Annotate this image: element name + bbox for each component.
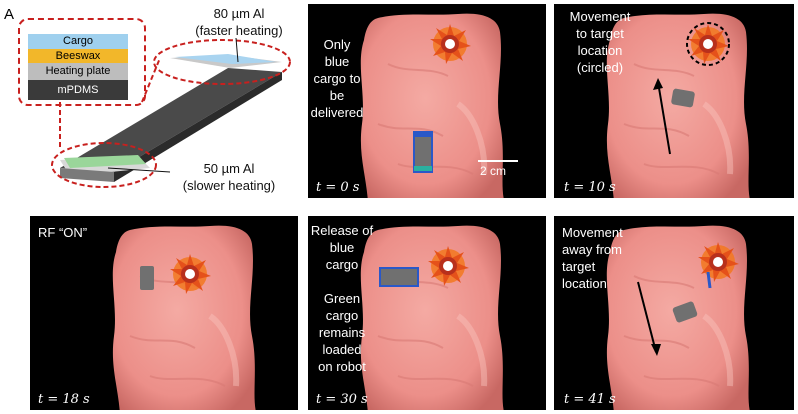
robot-gray xyxy=(140,266,154,290)
callout-oval-top xyxy=(153,39,291,85)
layer-mpdms: mPDMS xyxy=(28,80,128,100)
panel-letter-a: A xyxy=(4,6,15,23)
callout-bottom-label: 50 µm Al (slower heating) xyxy=(182,161,276,193)
callout-top-label: 80 µm Al (faster heating) xyxy=(195,6,283,38)
cargo-green-top xyxy=(64,155,146,168)
robot-gray xyxy=(671,88,695,108)
frame-t41: Movement away from target location t = 4… xyxy=(554,216,794,410)
blue-cargo xyxy=(706,271,712,289)
caption-t30: Release of blue cargo Green cargo remain… xyxy=(310,223,374,374)
scale-bar-label: 2 cm xyxy=(480,164,507,178)
robot-body-top xyxy=(60,68,282,172)
callout-oval-bottom xyxy=(51,142,157,188)
scale-bar xyxy=(478,160,518,162)
frame-t0: Only blue cargo to be delivered t = 0 s … xyxy=(308,4,546,198)
layer-beeswax: Beeswax xyxy=(28,49,128,63)
time-t41: t = 41 s xyxy=(564,392,616,407)
time-t0: t = 0 s xyxy=(316,180,360,195)
caption-t41: Movement away from target location xyxy=(562,225,623,291)
frame-t10: Movement to target location (circled) t … xyxy=(554,4,794,198)
layer-cargo: Cargo xyxy=(28,34,128,49)
robot-diagram xyxy=(51,37,291,188)
robot-gray xyxy=(672,301,698,323)
cargo-blue-top xyxy=(175,54,276,64)
layer-heating-plate: Heating plate xyxy=(28,63,128,80)
caption-t10: Movement to target location (circled) xyxy=(569,9,631,75)
movement-arrow xyxy=(657,81,671,155)
robot-body-side xyxy=(114,72,282,182)
layer-stack-box xyxy=(18,18,146,106)
target-circle xyxy=(686,22,730,66)
layer-stack: Cargo Beeswax Heating plate mPDMS xyxy=(28,34,128,104)
robot-strip xyxy=(379,267,419,287)
caption-t0: Only blue cargo to be delivered xyxy=(310,37,364,120)
time-t10: t = 10 s xyxy=(564,180,616,195)
movement-arrow xyxy=(637,281,657,353)
frame-t18: RF “ON” t = 18 s xyxy=(30,216,298,410)
frame-t30: Release of blue cargo Green cargo remain… xyxy=(308,216,546,410)
caption-t18: RF “ON” xyxy=(38,225,88,240)
time-t30: t = 30 s xyxy=(316,392,368,407)
robot-end-side xyxy=(60,168,114,182)
time-t18: t = 18 s xyxy=(38,392,90,407)
